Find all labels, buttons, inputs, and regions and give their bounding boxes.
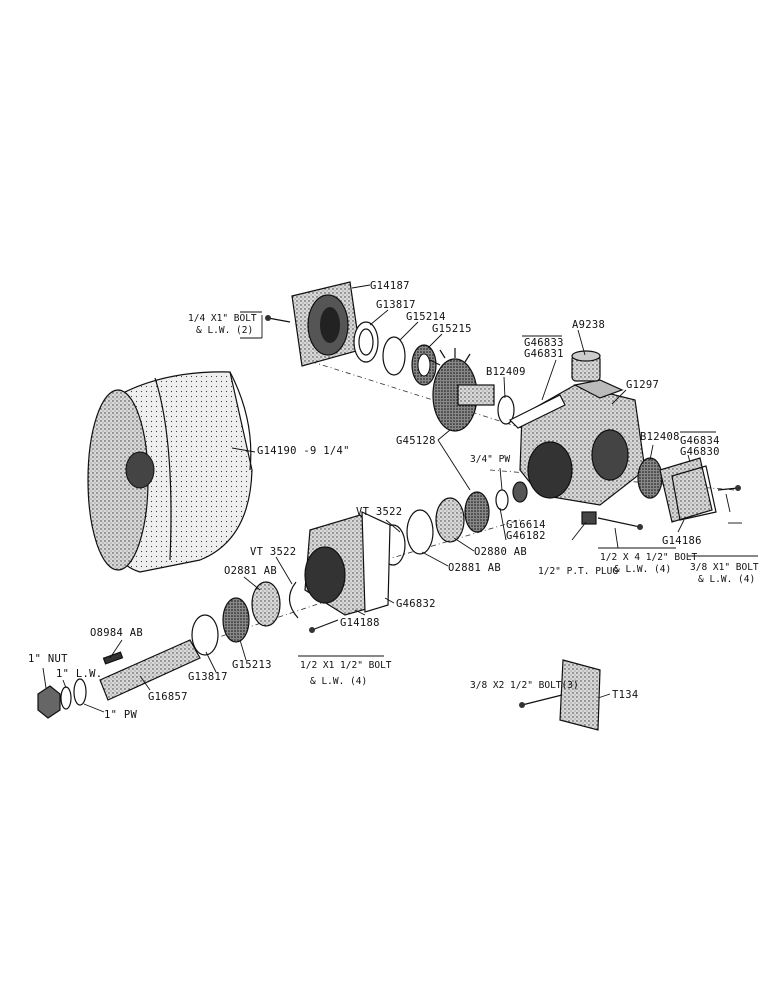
callout-bars xyxy=(240,311,758,657)
label-o2880ab: O2880 AB xyxy=(474,546,527,558)
label-g14190: G14190 -9 1/4" xyxy=(257,445,350,457)
label-t134: T134 xyxy=(612,689,639,701)
label-three-quarter-pw: 3/4" PW xyxy=(470,454,510,465)
label-vt3522-lower: VT 3522 xyxy=(250,546,296,558)
label-a9238: A9238 xyxy=(572,319,605,331)
label-g15213: G15213 xyxy=(232,659,272,671)
plate-bolt xyxy=(519,694,563,708)
label-g14188: G14188 xyxy=(340,617,380,629)
label-long-bolt-1: 1/2 X 4 1/2" BOLT xyxy=(600,552,698,563)
label-one-inch-lw: 1" L.W. xyxy=(56,668,102,680)
label-o2881ab-right: O2881 AB xyxy=(448,562,501,574)
side-cover xyxy=(659,457,717,523)
gear-housing xyxy=(519,379,646,506)
pulley-drum xyxy=(87,371,253,573)
label-short-bolt-1: 1/2 X1 1/2" BOLT xyxy=(300,660,392,671)
breather-cap xyxy=(571,350,601,382)
label-vt3522-upper: VT 3522 xyxy=(356,506,402,518)
center-bearings xyxy=(380,497,465,566)
label-plate-bolt: 3/8 X2 1/2" BOLT(3) xyxy=(470,680,579,691)
label-long-bolt-2: & L.W. (4) xyxy=(614,564,671,575)
label-o2881ab-left: O2881 AB xyxy=(224,565,277,577)
washer-b12409 xyxy=(497,395,515,425)
top-flange-plate xyxy=(291,281,361,367)
label-g46182: G46182 xyxy=(506,530,546,542)
leader-lines xyxy=(42,284,742,713)
label-g14187: G14187 xyxy=(370,280,410,292)
label-g45128: G45128 xyxy=(396,435,436,447)
lower-bearings xyxy=(191,581,281,656)
label-g46834: G46834 xyxy=(680,435,720,447)
label-pt-plug: 1/2" P.T. PLUG xyxy=(538,566,618,577)
snap-ring-lower xyxy=(288,581,299,619)
label-o8984ab: O8984 AB xyxy=(90,627,143,639)
bevel-gear xyxy=(429,348,495,432)
label-b12409: B12409 xyxy=(486,366,526,378)
label-quarter-bolt-1: 1/4 X1" BOLT xyxy=(188,313,257,324)
lower-gasket xyxy=(361,511,391,613)
three-eighth-bolt xyxy=(717,485,741,491)
label-g46833: G46833 xyxy=(524,337,564,349)
label-three-eighth-bolt-1: 3/8 X1" BOLT xyxy=(690,562,759,573)
label-g13817-top: G13817 xyxy=(376,299,416,311)
label-g46832: G46832 xyxy=(396,598,436,610)
upper-bearing-rings xyxy=(353,321,437,386)
label-g15215: G15215 xyxy=(432,323,472,335)
label-g46831: G46831 xyxy=(524,348,564,360)
label-g1297: G1297 xyxy=(626,379,659,391)
label-g46830: G46830 xyxy=(680,446,720,458)
drive-shaft xyxy=(99,639,201,701)
housing-gasket xyxy=(508,394,566,429)
label-short-bolt-2: & L.W. (4) xyxy=(310,676,367,687)
label-three-eighth-bolt-2: & L.W. (4) xyxy=(698,574,755,585)
cover-plate-t134 xyxy=(559,659,601,731)
part-labels: G14187 1/4 X1" BOLT & L.W. (2) G13817 G1… xyxy=(28,280,759,721)
label-one-inch-nut: 1" NUT xyxy=(28,653,68,665)
label-g15214: G15214 xyxy=(406,311,446,323)
label-g14186: G14186 xyxy=(662,535,702,547)
label-one-inch-pw: 1" PW xyxy=(104,709,137,721)
label-g13817-bottom: G13817 xyxy=(188,671,228,683)
long-bolt xyxy=(597,517,643,530)
quarter-bolt xyxy=(265,315,291,323)
pipe-plug xyxy=(581,511,597,525)
label-quarter-bolt-2: & L.W. (2) xyxy=(196,325,253,336)
short-bolt xyxy=(309,619,339,633)
seal-b12408 xyxy=(637,457,663,499)
shaft-nut-washers xyxy=(37,678,87,719)
label-g16614: G16614 xyxy=(506,519,546,531)
label-g16857: G16857 xyxy=(148,691,188,703)
label-b12408: B12408 xyxy=(640,431,680,443)
